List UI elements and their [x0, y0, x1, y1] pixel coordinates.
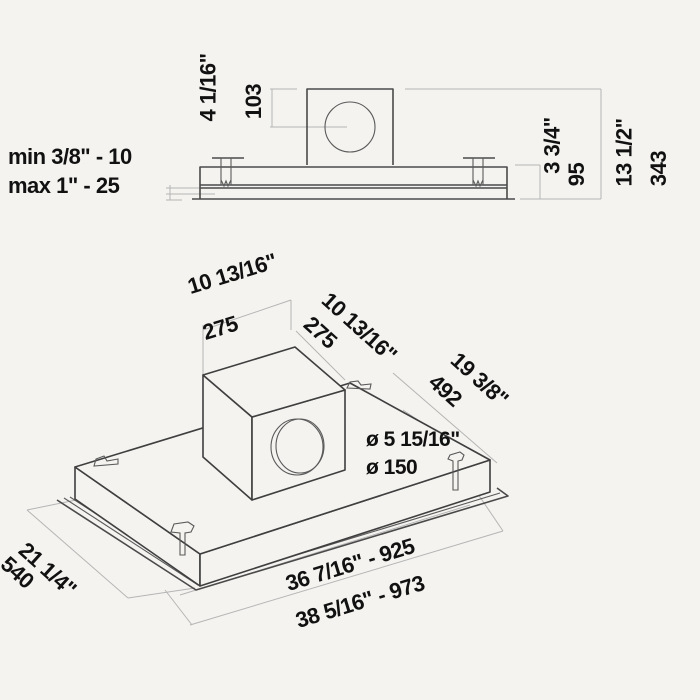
mounting-clamp-back-right [346, 380, 372, 390]
duct-diameter-mm-label: ø 150 [366, 456, 418, 479]
hood-body-side [192, 166, 515, 200]
duct-box-iso [202, 346, 346, 501]
mounting-clamp-front-left [170, 521, 195, 556]
mounting-clamp-right [463, 157, 495, 188]
outlet-collar-side [306, 88, 394, 165]
mounting-clamp-back-left [93, 455, 119, 467]
flange-max-label: max 1" - 25 [8, 173, 120, 198]
duct-diameter-in-label: ø 5 15/16" [366, 428, 460, 451]
flange-min-label: min 3/8" - 10 [8, 144, 132, 169]
mounting-clamp-front-right [447, 451, 465, 491]
mounting-clamp-left [212, 157, 244, 188]
